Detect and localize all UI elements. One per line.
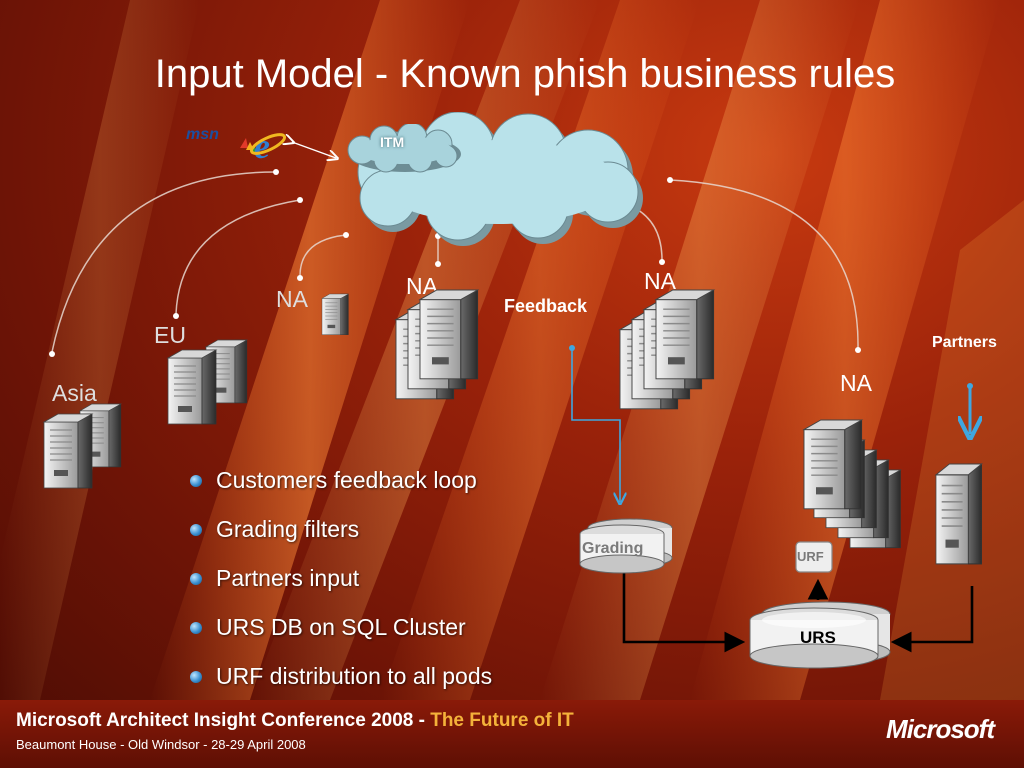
bullet-item: Customers feedback loop [190,456,492,505]
region-label-na-right: NA [644,268,676,294]
footer-bar [0,700,1024,768]
grading-label: Grading [582,540,644,557]
footer-title-main: Microsoft Architect Insight Conference 2… [16,710,431,731]
grading-db [579,518,673,574]
urf-label: URF [797,549,824,564]
urs-db [749,601,891,669]
microsoft-logo: Microsoft [886,714,995,744]
urs-label: URS [800,628,836,647]
ie-logo-icon: e [240,126,287,164]
bullet-icon [190,572,202,585]
msn-logo: msn [186,126,219,143]
footer-subtitle: Beaumont House - Old Windsor - 28-29 Apr… [16,737,306,752]
footer-title-accent: The Future of IT [430,710,574,731]
bullet-icon [190,523,202,536]
region-label-eu: EU [154,322,186,348]
bullet-item: Partners input [190,554,492,603]
bullet-list: Customers feedback loop Grading filters … [190,456,492,701]
page-title: Input Model - Known phish business rules [154,52,896,96]
bullet-icon [190,621,202,634]
bullet-icon [190,670,202,683]
region-label-na-far: NA [840,370,872,396]
bullet-item: URF distribution to all pods [190,652,492,701]
footer-title: Microsoft Architect Insight Conference 2… [16,710,574,732]
urf-box [795,541,833,573]
bullet-item: URS DB on SQL Cluster [190,603,492,652]
feedback-label: Feedback [504,296,588,316]
itm-cloud [347,124,461,173]
itm-label: ITM [380,134,405,150]
bullet-icon [190,474,202,487]
partners-label: Partners [932,334,997,351]
bullet-item: Grading filters [190,505,492,554]
region-label-asia: Asia [52,380,97,406]
region-label-na-small: NA [276,286,308,312]
